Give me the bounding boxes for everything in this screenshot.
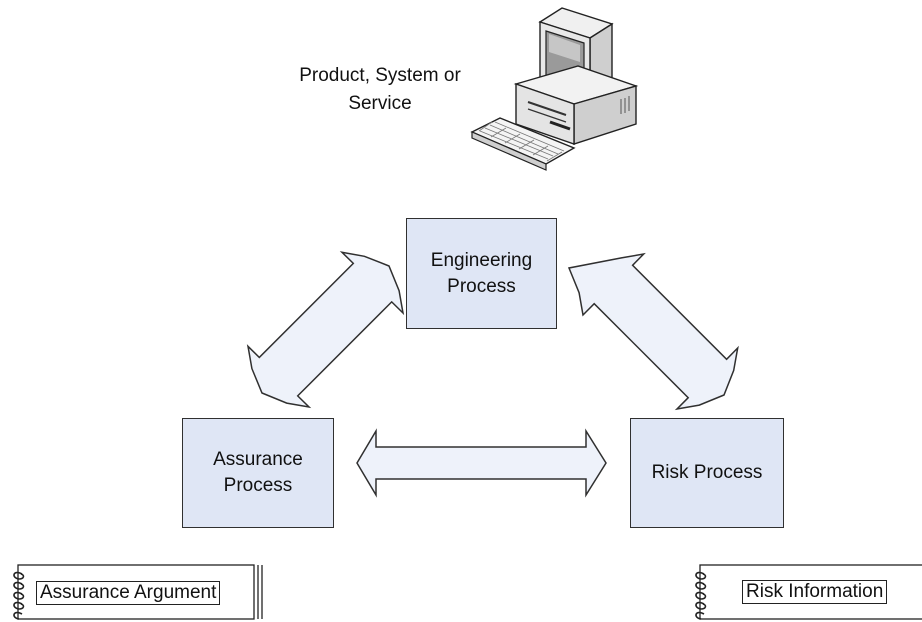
risk-process-label: Risk Process bbox=[651, 462, 763, 483]
risk-information-document: Risk Information bbox=[690, 562, 922, 622]
assurance-process-line2: Process bbox=[223, 475, 293, 496]
engineering-process-line2: Process bbox=[447, 275, 516, 297]
assurance-process-line1: Assurance bbox=[213, 449, 303, 470]
arrow-engineering-risk bbox=[567, 252, 739, 411]
assurance-process-box: Assurance Process bbox=[182, 418, 334, 528]
desktop-computer-icon bbox=[470, 7, 639, 171]
risk-information-label: Risk Information bbox=[742, 580, 888, 604]
product-caption: Product, System or Service bbox=[296, 62, 464, 118]
assurance-argument-document: Assurance Argument bbox=[8, 562, 268, 622]
engineering-process-line1: Engineering bbox=[430, 249, 533, 271]
engineering-process-box: Engineering Process bbox=[406, 218, 557, 329]
arrow-assurance-risk bbox=[356, 428, 607, 498]
assurance-argument-label: Assurance Argument bbox=[36, 581, 221, 605]
arrow-engineering-assurance bbox=[246, 251, 405, 409]
product-caption-line2: Service bbox=[348, 93, 412, 114]
product-caption-line1: Product, System or bbox=[299, 65, 461, 86]
risk-process-box: Risk Process bbox=[630, 418, 784, 528]
